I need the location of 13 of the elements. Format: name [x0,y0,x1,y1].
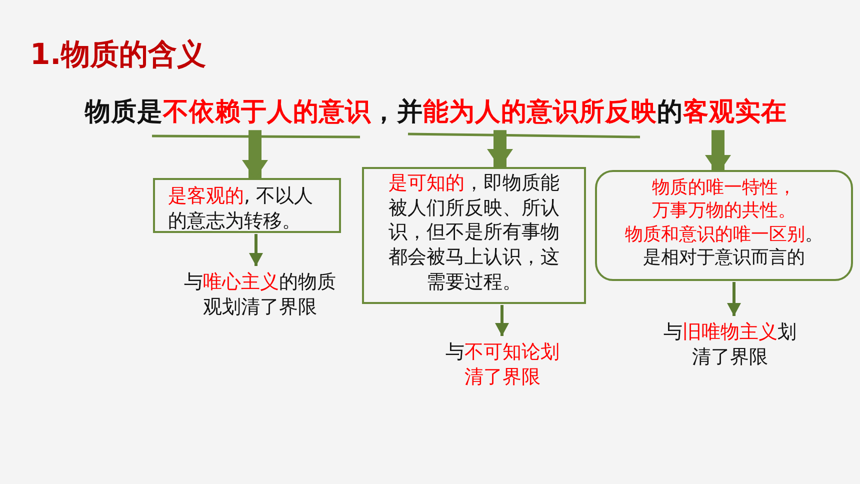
note-text: 与旧唯物主义划清了界限 [645,320,815,370]
note-text: 与唯心主义的物质观划清了界限 [165,270,355,320]
slide-title: 1.物质的含义 [30,36,206,73]
text-box: 是可知的，即物质能被人们所反映、所认识，但不是所有事物都会被马上认识，这需要过程。 [362,167,586,304]
note-text: 与不可知论划清了界限 [430,340,575,390]
rounded-text-box: 物质的唯一特性，万事万物的共性。物质和意识的唯一区别。是相对于意识而言的 [595,170,853,281]
arrow [242,130,268,179]
arrow [727,282,741,316]
arrow [495,305,509,336]
text-box: 是客观的, 不以人的意志为转移。 [153,178,341,233]
arrow [487,130,513,168]
headline-text: 物质是不依赖于人的意识，并能为人的意识所反映的客观实在 [85,96,785,130]
arrow [249,234,263,266]
